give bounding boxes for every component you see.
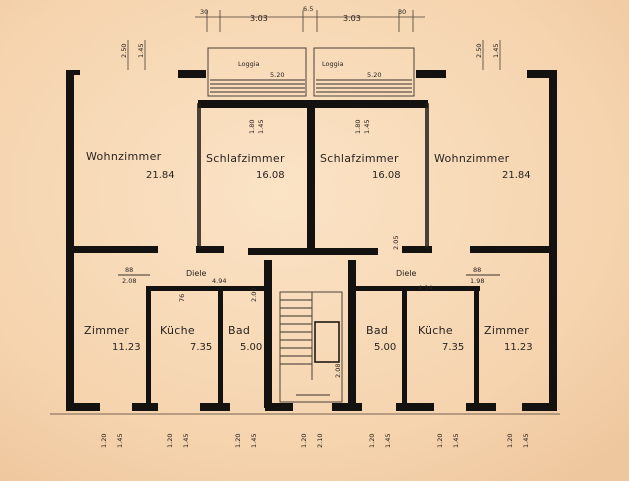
room-kueche-left-name: Küche: [160, 324, 195, 337]
bottom-dim-7-a: 1.20: [506, 434, 514, 448]
room-diele-right-area: 4.94: [418, 284, 432, 292]
stairwell: [279, 291, 343, 403]
room-schlafzimmer-left-name: Schlafzimmer: [206, 152, 285, 165]
door-dim-208-stair: 2.08: [334, 364, 342, 378]
room-kueche-left-area: 7.35: [190, 342, 212, 353]
door-dim-88-right: 88: [473, 266, 481, 274]
room-bad-left-area: 5.00: [240, 342, 262, 353]
room-bad-right-area: 5.00: [374, 342, 396, 353]
top-dimension-line: 30 3.03 6.5 3.03 30: [195, 5, 425, 32]
bottom-dim-2-a: 1.20: [166, 434, 174, 448]
loggia-right: Loggia 5.20: [313, 47, 415, 97]
bottom-dim-5-a: 1.20: [368, 434, 376, 448]
top-side-dim-right-b: 1.45: [492, 44, 500, 58]
door-dims: 88 2.08 88 1.98 76 2.00 2.05 2.08: [118, 236, 500, 378]
loggia-left: Loggia 5.20: [207, 47, 307, 97]
bottom-dim-7-b: 1.45: [522, 434, 530, 448]
bottom-dim-4-a: 1.20: [300, 434, 308, 448]
bottom-dim-2-b: 1.45: [182, 434, 190, 448]
loggia-right-label: Loggia: [322, 60, 344, 68]
top-dim-left-small: 30: [200, 8, 208, 16]
top-side-dims: 2.50 1.45 2.50 1.45: [120, 40, 501, 70]
window-dim-left-b: 1.45: [257, 120, 265, 134]
room-wohnzimmer-left-area: 21.84: [146, 170, 175, 181]
loggia-left-label: Loggia: [238, 60, 260, 68]
top-side-dim-right-a: 2.50: [475, 44, 483, 58]
room-schlafzimmer-left-area: 16.08: [256, 170, 285, 181]
room-wohnzimmer-right-name: Wohnzimmer: [434, 152, 510, 165]
room-diele-left-name: Diele: [186, 269, 207, 278]
room-zimmer-left-area: 11.23: [112, 342, 141, 353]
room-bad-right-name: Bad: [366, 324, 388, 337]
door-dim-208-left: 2.08: [122, 277, 136, 285]
bottom-dim-3-b: 1.45: [250, 434, 258, 448]
door-dim-76-left: 76: [178, 294, 186, 302]
room-bad-left-name: Bad: [228, 324, 250, 337]
window-dim-right-a: 1.80: [354, 120, 362, 134]
bottom-dim-6-a: 1.20: [436, 434, 444, 448]
room-zimmer-left-name: Zimmer: [84, 324, 129, 337]
top-side-dim-left-a: 2.50: [120, 44, 128, 58]
room-diele-right-name: Diele: [396, 269, 417, 278]
room-kueche-right-name: Küche: [418, 324, 453, 337]
bottom-dim-6-b: 1.45: [452, 434, 460, 448]
door-dim-88-left: 88: [125, 266, 133, 274]
bottom-dim-3-a: 1.20: [234, 434, 242, 448]
room-schlafzimmer-right-name: Schlafzimmer: [320, 152, 399, 165]
loggia-right-area: 5.20: [367, 71, 381, 79]
bottom-dim-4-b: 2.10: [316, 434, 324, 448]
top-dim-center: 6.5: [303, 5, 313, 13]
room-labels: Wohnzimmer 21.84 Schlafzimmer 16.08 Schl…: [84, 150, 533, 353]
top-dim-right-small: 30: [398, 8, 406, 16]
window-dims: 1.80 1.45 1.80 1.45: [248, 120, 371, 134]
top-dim-right: 3.03: [343, 14, 361, 23]
room-zimmer-right-area: 11.23: [504, 342, 533, 353]
door-dim-198-right: 1.98: [470, 277, 484, 285]
top-dim-left: 3.03: [250, 14, 268, 23]
room-wohnzimmer-left-name: Wohnzimmer: [86, 150, 162, 163]
window-dim-left-a: 1.80: [248, 120, 256, 134]
bottom-dim-1-b: 1.45: [116, 434, 124, 448]
bottom-dim-5-b: 1.45: [384, 434, 392, 448]
walls: [66, 70, 557, 411]
door-dim-200-left: 2.00: [250, 288, 258, 302]
room-schlafzimmer-right-area: 16.08: [372, 170, 401, 181]
room-wohnzimmer-right-area: 21.84: [502, 170, 531, 181]
room-kueche-right-area: 7.35: [442, 342, 464, 353]
door-dim-205-right: 2.05: [392, 236, 400, 250]
bottom-dims: 1.20 1.45 1.20 1.45 1.20 1.45 1.20 2.10 …: [50, 413, 560, 448]
top-side-dim-left-b: 1.45: [137, 44, 145, 58]
room-zimmer-right-name: Zimmer: [484, 324, 529, 337]
bottom-dim-1-a: 1.20: [100, 434, 108, 448]
room-diele-left-area: 4.94: [212, 277, 226, 285]
window-dim-right-b: 1.45: [363, 120, 371, 134]
loggia-left-area: 5.20: [270, 71, 284, 79]
